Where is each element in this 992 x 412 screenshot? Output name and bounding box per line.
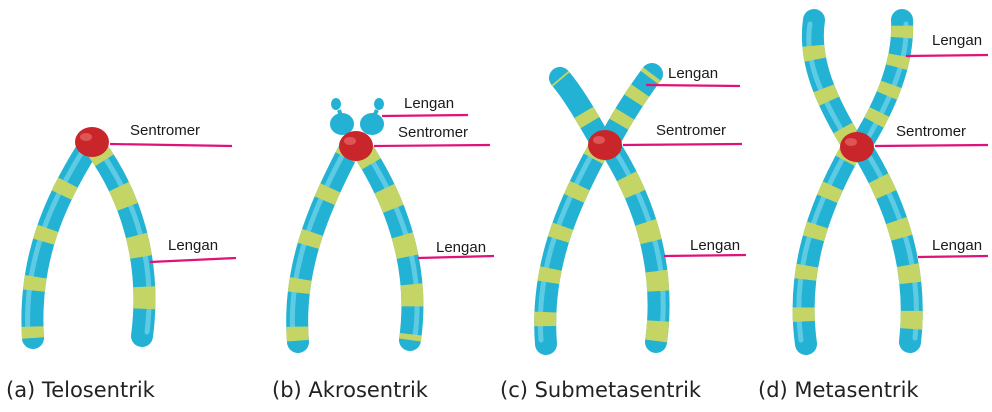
centromere-leader-line [110,144,232,146]
panel-submetacentric: Lengan Sentromer Lengan (c) Submetasentr… [500,65,746,402]
caption-acrocentric: (b) Akrosentrik [272,378,429,402]
panel-metacentric: Lengan Sentromer Lengan (d) Metasentrik [758,20,988,402]
lower-arm-leader-line [918,256,988,257]
centromere [588,130,622,160]
centromere-label: Sentromer [130,122,200,139]
centromere-label: Sentromer [896,123,966,140]
arm-leader-line [150,258,236,262]
centromere [339,131,373,161]
centromere-leader-line [875,145,988,146]
chromatid-upper-right [864,20,906,140]
centromere [840,132,874,162]
lower-arm-leader-line [664,255,746,256]
upper-arm-label: Lengan [932,32,982,49]
centromere-label: Sentromer [398,124,468,141]
chromatid-upper-right [610,74,652,140]
lower-arm-label: Lengan [690,237,740,254]
upper-arm-leader-line [646,85,740,86]
chromatid-lower-left [799,152,850,344]
panel-telocentric: Sentromer Lengan (a) Telosentrik [6,122,236,402]
chromatid-lower-right [612,150,663,342]
chromatid-left [28,148,88,338]
short-arms [330,98,384,135]
lower-arm-leader-line [418,256,494,258]
panel-acrocentric: Lengan Sentromer Lengan (b) Akrosentrik [272,95,494,402]
chromatid-lower-left [540,150,598,344]
chromatid-upper-left [560,78,600,140]
caption-metacentric: (d) Metasentrik [758,378,919,402]
caption-submetacentric: (c) Submetasentrik [500,378,702,402]
lower-arm-label: Lengan [932,237,982,254]
chromatid-right [96,148,149,336]
chromatid-lower-right [864,152,916,342]
arm-label: Lengan [168,237,218,254]
upper-arm-leader-line [382,115,468,116]
upper-arm-label: Lengan [404,95,454,112]
centromere [75,127,109,157]
upper-arm-label: Lengan [668,65,718,82]
chromatid-right [364,152,417,340]
centromere-leader-line [374,145,490,146]
centromere-leader-line [623,144,742,145]
lower-arm-label: Lengan [436,239,486,256]
chromatid-left [292,152,348,342]
caption-telocentric: (a) Telosentrik [6,378,156,402]
chromatid-upper-left [809,20,850,140]
upper-arm-leader-line [906,55,988,56]
centromere-label: Sentromer [656,122,726,139]
